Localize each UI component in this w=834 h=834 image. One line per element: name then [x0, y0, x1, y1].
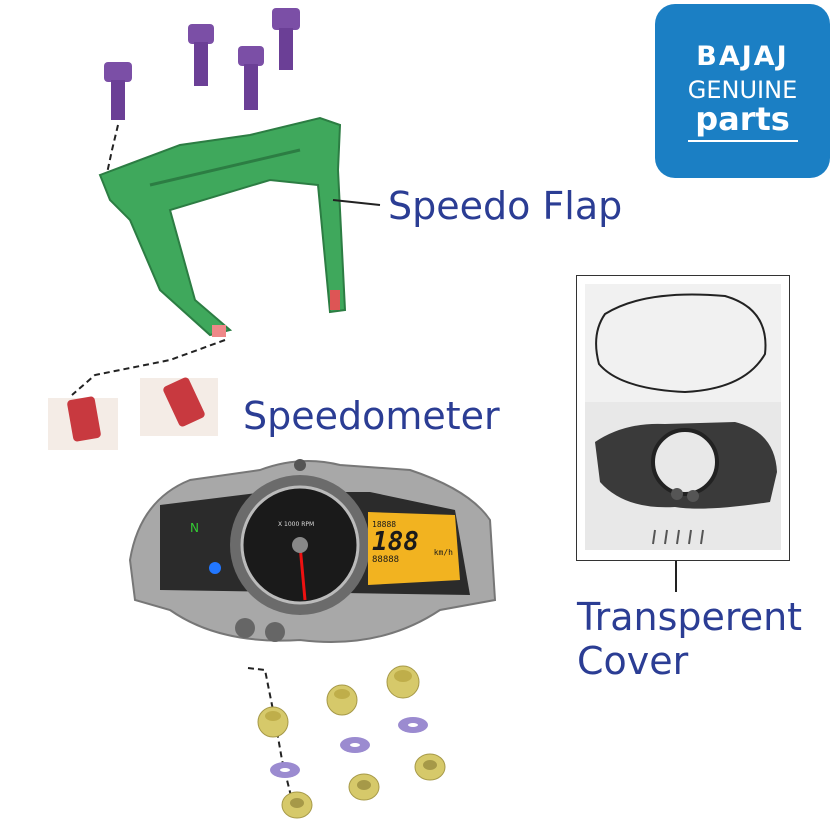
transparent-cover-photo: [576, 275, 790, 561]
logo-underline: [687, 140, 798, 142]
speedometer-cluster: N: [128, 459, 497, 643]
washer-icon: [270, 762, 300, 778]
grommet-icon: [348, 773, 380, 801]
cover-gasket-photo: [585, 284, 781, 402]
label-transparent-cover-line1: Transperent: [577, 595, 803, 639]
grommet-icon: [326, 684, 358, 716]
logo-brand: BAJAJ: [696, 41, 789, 72]
lcd-speed-unit: km/h: [433, 548, 453, 557]
logo-parts: parts: [695, 100, 790, 138]
label-speedometer: Speedometer: [243, 394, 500, 438]
grommet-icon: [414, 753, 446, 781]
label-speedo-flap: Speedo Flap: [388, 184, 623, 228]
bajaj-genuine-parts-logo: BAJAJ GENUINE parts: [655, 4, 830, 178]
grommet-icon: [257, 706, 289, 738]
logo-genuine: GENUINE: [687, 76, 798, 104]
lcd-trip: 18888: [372, 520, 397, 529]
bolt-icon: [104, 62, 132, 120]
label-transparent-cover: Transperent Cover: [577, 595, 803, 683]
washer-icon: [398, 717, 428, 733]
label-transparent-cover-line2: Cover: [577, 638, 689, 683]
bolt-icon: [272, 8, 300, 70]
lcd-speed: 188: [372, 527, 419, 557]
rpm-label: X 1000 RPM: [278, 521, 315, 528]
clip-icon: [140, 377, 218, 436]
svg-text:N: N: [190, 521, 199, 535]
speedometer-lcd: 18888 188 km/h 88888: [372, 520, 457, 582]
lcd-odometer: 88888: [372, 555, 400, 565]
cover-housing-photo: [585, 402, 781, 550]
washer-icon: [340, 737, 370, 753]
bolt-icon: [238, 46, 264, 110]
bolt-icon: [188, 24, 214, 86]
clip-icon: [48, 396, 118, 450]
grommet-icon: [386, 665, 420, 699]
grommet-icon: [281, 791, 313, 819]
speedo-flap-bracket: [98, 116, 347, 337]
